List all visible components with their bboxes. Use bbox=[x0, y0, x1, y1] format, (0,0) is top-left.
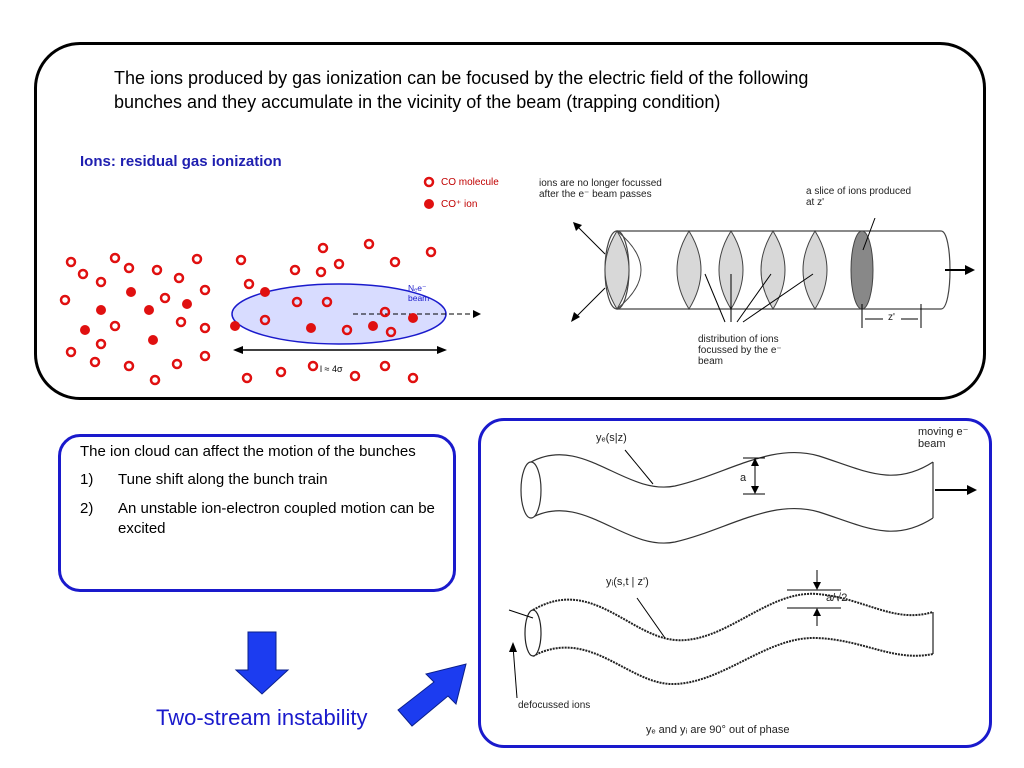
trapping-sketch bbox=[571, 218, 975, 328]
a-label: a bbox=[740, 472, 747, 484]
legend-molecule-label: CO molecule bbox=[441, 177, 499, 188]
instability-label: Two-stream instability bbox=[156, 705, 368, 730]
legend-ion-label: CO⁺ ion bbox=[441, 199, 478, 210]
ionization-sketch bbox=[59, 176, 481, 386]
legend-molecule-icon bbox=[423, 176, 435, 188]
no-longer-focussed-label: ions are no longer focussed after the e⁻… bbox=[539, 178, 662, 200]
wave-sketch bbox=[508, 449, 977, 699]
z-label: z' bbox=[888, 312, 895, 323]
list-item: 2)An unstable ion-electron coupled motio… bbox=[80, 500, 435, 537]
gas-particles bbox=[59, 238, 437, 386]
effects-intro: The ion cloud can affect the motion of t… bbox=[80, 443, 416, 460]
list-item: 1)Tune shift along the bunch train bbox=[80, 471, 328, 488]
length-arrow-right bbox=[437, 346, 447, 354]
distribution-label: distribution of ions focussed by the e⁻ … bbox=[698, 334, 782, 367]
legend-ion-icon bbox=[424, 199, 434, 209]
phase-note: yₑ and yᵢ are 90° out of phase bbox=[646, 724, 790, 736]
slice-label: a slice of ions produced at z' bbox=[806, 186, 912, 208]
beam-label: Nₑe⁻ beam bbox=[408, 283, 430, 303]
diagonal-arrow-icon bbox=[397, 663, 467, 727]
a-sqrt2-label: a/√2 bbox=[826, 592, 848, 604]
length-label: l ≈ 4σ bbox=[320, 364, 343, 374]
intro-text: The ions produced by gas ionization can … bbox=[114, 68, 809, 112]
defocussed-label: defocussed ions bbox=[518, 700, 591, 711]
down-arrow-icon bbox=[234, 631, 290, 695]
ions-title: Ions: residual gas ionization bbox=[80, 153, 282, 170]
ye-label: yₑ(s|z) bbox=[596, 432, 627, 444]
yi-label: yᵢ(s,t | z') bbox=[606, 576, 649, 588]
length-arrow-left bbox=[233, 346, 243, 354]
effects-list: 1)Tune shift along the bunch train 2)An … bbox=[80, 470, 440, 539]
trapping-panel bbox=[34, 42, 986, 400]
wave-figure-box bbox=[478, 418, 992, 748]
effects-box bbox=[58, 434, 456, 592]
effects-content: The ion cloud can affect the motion of t… bbox=[80, 442, 440, 548]
beam-direction-arrowhead bbox=[473, 310, 481, 318]
moving-beam-label: moving e⁻ beam bbox=[918, 426, 969, 450]
